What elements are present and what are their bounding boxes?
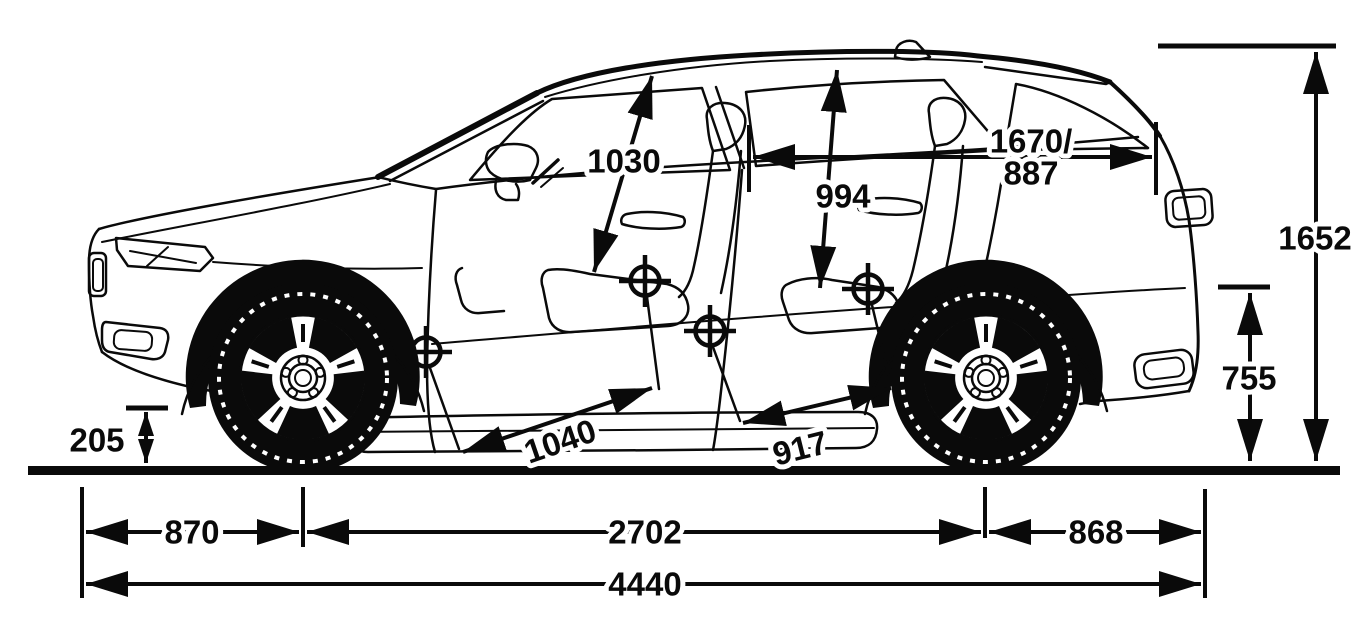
dimension-2702-label: 2702: [608, 514, 681, 551]
dimension-2702: 2702: [307, 509, 981, 556]
dimension-baseline-ticks: [80, 487, 1207, 598]
dimension-755: 755: [1216, 284, 1282, 461]
ground-line: [28, 466, 1340, 475]
dimension-870-label: 870: [164, 514, 219, 551]
dimension-1030-label: 1030: [587, 143, 660, 180]
dimension-205: 205: [64, 405, 168, 464]
car-illustration: [28, 39, 1340, 475]
dimension-994: 994: [810, 69, 876, 289]
reference-points: [400, 255, 894, 451]
dimension-4440-label: 4440: [608, 566, 681, 603]
dimension-994-label: 994: [815, 178, 871, 215]
dimension-870: 870: [86, 509, 299, 556]
dimension-1652-label: 1652: [1278, 220, 1351, 257]
front-wheel: [206, 281, 400, 475]
dimension-868-label: 868: [1068, 514, 1123, 551]
dimension-1670-887: 1670/ 887: [747, 118, 1158, 197]
dimension-1030: 1030: [582, 75, 666, 273]
dimension-1652: 1652: [1158, 43, 1357, 461]
dimension-205-label: 205: [69, 422, 124, 459]
dimension-4440: 4440: [86, 561, 1201, 608]
rear-wheel: [889, 281, 1083, 475]
dimension-917-label: 917: [769, 423, 831, 472]
dimension-1670-label: 1670/: [990, 123, 1073, 160]
dimension-887-label: 887: [1003, 155, 1058, 192]
dimension-755-label: 755: [1221, 360, 1276, 397]
dimension-868: 868: [989, 509, 1201, 556]
